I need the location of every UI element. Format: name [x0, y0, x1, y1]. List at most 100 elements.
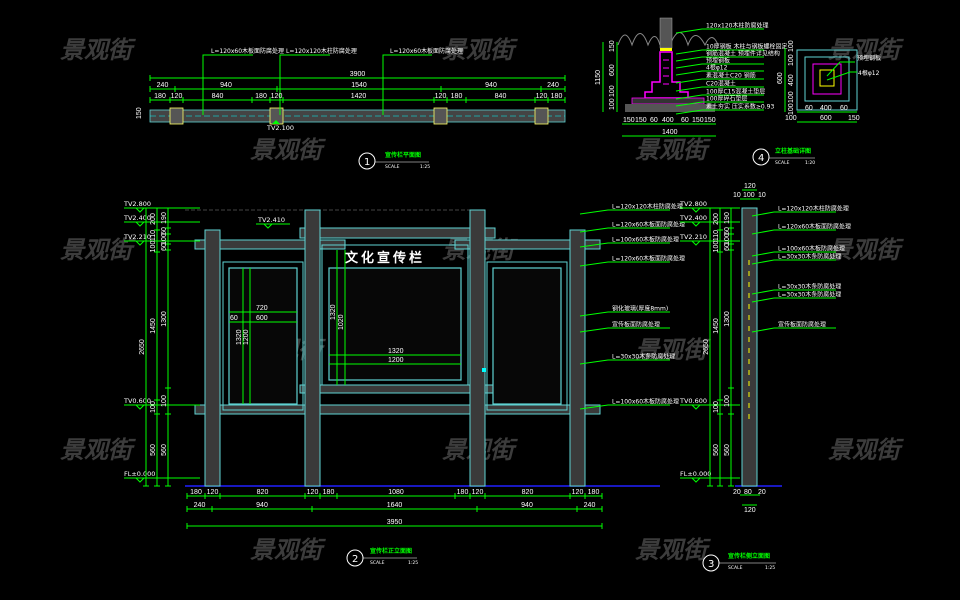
drawing-number-circle — [358, 152, 376, 170]
panel-dim: 1320 — [236, 329, 243, 345]
dimension-value: 180 — [190, 489, 202, 496]
post — [469, 209, 486, 487]
panel-dim: 1020 — [338, 314, 345, 330]
footing-height-total: 1150 — [595, 70, 602, 85]
footing-dim: 150 — [609, 40, 616, 52]
callout-leader — [826, 61, 855, 77]
drawing-number: 1 — [364, 157, 370, 168]
callout-leader — [382, 54, 432, 115]
watermark: 景观街 — [635, 336, 711, 364]
level-marker-icon — [691, 240, 701, 246]
dimension-value: 120 — [472, 489, 484, 496]
dimension-value: 240 — [584, 502, 596, 509]
dimension-value: 940 — [220, 82, 232, 89]
watermark: 景观街 — [250, 136, 326, 164]
dimension-value: 240 — [194, 502, 206, 509]
plan-side-dim: 150 — [136, 107, 143, 119]
panel-dim: 60 — [230, 315, 238, 322]
footing-dim: 600 — [609, 64, 616, 76]
callout-leader — [751, 259, 836, 265]
dimension-value: 180 — [323, 489, 335, 496]
side-top-dim: 120 — [744, 183, 756, 190]
footing-bottom-dim: 60 — [650, 117, 658, 124]
footing-plan-callout: 4根φ12 — [858, 69, 880, 77]
plan-edge-dim: 150 — [848, 115, 860, 122]
drawing-title: 宣传栏平面图 — [385, 151, 421, 159]
level-marker-icon — [135, 207, 145, 213]
dimension-value: 940 — [256, 502, 268, 509]
side-bottom-dim: 80 — [744, 489, 752, 496]
callout-label: 钢化玻璃(厚度8mm) — [612, 305, 668, 313]
level-label: TV0.600 — [679, 397, 707, 405]
callout-label: 宣传板面防腐处理 — [778, 321, 826, 329]
callout-leader — [579, 359, 670, 365]
level-label: TV2.800 — [123, 200, 151, 208]
footing-bottom-dim: 150 — [692, 117, 704, 124]
panel-dim: 600 — [256, 315, 268, 322]
scale-label: SCALE — [775, 160, 790, 166]
side-top-dim: 100 — [743, 192, 755, 199]
dimension-value: 200 — [713, 213, 720, 225]
callout-label: L=120x60木板面防腐处理 — [778, 223, 851, 231]
callout-label: 素土夯实 压实系数≥0.93 — [706, 103, 774, 111]
footing-plan-inner — [804, 56, 850, 102]
panel-dim: 720 — [256, 305, 268, 312]
dimension-value: 120 — [307, 489, 319, 496]
plan-h-total: 600 — [820, 115, 832, 122]
footing-bottom-dim: 150 — [635, 117, 647, 124]
callout-leader — [675, 56, 764, 62]
scale-label: SCALE — [385, 164, 400, 170]
callout-leader — [751, 297, 836, 303]
scale-label: SCALE — [370, 560, 385, 566]
callout-leader — [675, 28, 764, 34]
level-marker-icon — [135, 477, 145, 483]
callout-leader — [675, 70, 764, 76]
watermark: 景观街 — [60, 36, 136, 64]
callout-label: L=100x60木板防腐处理 — [612, 236, 679, 244]
callout-label: 120x120木柱防腐处理 — [706, 22, 768, 30]
footing-bottom-dim: 150 — [623, 117, 635, 124]
dimension-value: 60 — [161, 227, 168, 235]
dimension-value: 120 — [536, 93, 548, 100]
gravel-bedding — [625, 104, 715, 112]
drawing-number: 3 — [708, 559, 714, 570]
dimension-value: 560 — [161, 444, 168, 456]
callout-label: L=120x60木板面防腐处理 — [612, 255, 685, 263]
callout-label: C20混凝土 — [706, 80, 736, 88]
steel-plate — [660, 48, 672, 51]
callout-label: 4根φ12 — [706, 64, 728, 72]
callout-leader — [202, 54, 253, 115]
footing-plan-outer — [796, 49, 858, 111]
panel-frame — [321, 244, 469, 386]
plan-h-dim: 60 — [840, 105, 848, 112]
dimension-value: 560 — [724, 444, 731, 456]
dimension-value: 560 — [713, 444, 720, 456]
plan-callout: L=120x120木柱防腐处理 — [286, 47, 357, 55]
plan-callout: L=120x60木板面防腐处理 — [390, 47, 463, 55]
dimension-value: 840 — [495, 93, 507, 100]
plan-h-dim: 400 — [820, 105, 832, 112]
dimension-value: 120 — [271, 93, 283, 100]
callouts: L=120x120木柱防腐处理 L=120x60木板面防腐处理 L=100x60木板… — [579, 203, 685, 410]
watermark: 景观街 — [60, 236, 136, 264]
callout-label: L=120x120木柱防腐处理 — [612, 203, 683, 211]
callout-leader — [579, 242, 670, 248]
footing-bottom-dim: 60 — [681, 117, 689, 124]
footing-bottom-dim: 400 — [662, 117, 674, 124]
side-top-dim: 10 — [758, 192, 766, 199]
dimension-value: 840 — [212, 93, 224, 100]
footing-plan-pier — [812, 63, 842, 95]
dimension-value: 180 — [451, 93, 463, 100]
watermark: 景观街 — [635, 536, 711, 564]
callout-label: 宣传板面防腐处理 — [612, 321, 660, 329]
callout-leader — [751, 229, 836, 235]
level-marker-icon — [263, 223, 273, 229]
plan-post — [534, 107, 549, 125]
front-elevation: 文化宣传栏 720 600 60 1320 1200 1320 1200 132… — [123, 200, 685, 567]
drawing-title: 宣传栏正立面图 — [370, 547, 412, 555]
dimension-value: 60 — [724, 227, 731, 235]
scale-value: 1:25 — [408, 560, 418, 566]
level-label: TV2.410 — [257, 216, 285, 224]
watermark: 景观街 — [442, 36, 518, 64]
